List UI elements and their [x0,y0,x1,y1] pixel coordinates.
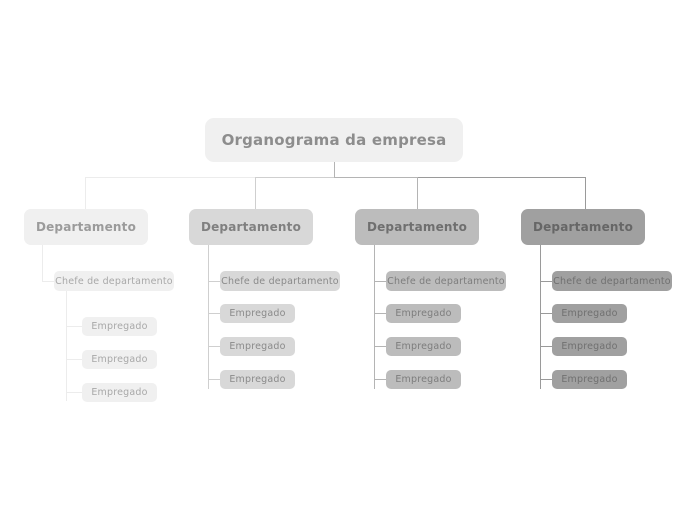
column-2-employee-stub-3 [208,379,220,380]
column-4-spine [540,245,541,389]
dept-drop-connector-1 [85,177,86,209]
bus-segment-2 [255,177,334,178]
employee-node-4-1[interactable]: Empregado [552,304,627,323]
dept-drop-connector-4 [585,177,586,209]
chief-label-4: Chefe de departamento [553,275,671,287]
employee-node-1-1[interactable]: Empregado [82,317,157,336]
column-3-employee-stub-3 [374,379,386,380]
column-2-employee-stub-2 [208,346,220,347]
column-1-chief-stub [42,281,54,282]
department-label-1: Departamento [35,220,137,234]
column-3-employee-stub-1 [374,313,386,314]
employee-label-1-2: Empregado [91,354,148,365]
department-node-1[interactable]: Departamento [24,209,148,245]
employee-node-3-2[interactable]: Empregado [386,337,461,356]
column-3-spine [374,245,375,389]
employee-node-3-3[interactable]: Empregado [386,370,461,389]
dept-drop-connector-3 [417,177,418,209]
column-4-employee-stub-2 [540,346,552,347]
bus-segment-3 [334,177,417,178]
column-2-employee-stub-1 [208,313,220,314]
employee-label-4-2: Empregado [561,341,618,352]
chief-node-4[interactable]: Chefe de departamento [552,271,672,291]
employee-label-3-3: Empregado [395,374,452,385]
department-node-4[interactable]: Departamento [521,209,645,245]
employee-label-2-1: Empregado [229,308,286,319]
bus-segment-1 [85,177,255,178]
department-label-2: Departamento [200,220,302,234]
column-1-spine [42,245,43,282]
column-2-spine [208,245,209,389]
column-2-chief-stub [208,281,220,282]
employee-label-3-1: Empregado [395,308,452,319]
department-node-2[interactable]: Departamento [189,209,313,245]
department-label-3: Departamento [366,220,468,234]
root-node-label: Organograma da empresa [221,131,447,149]
chief-node-1[interactable]: Chefe de departamento [54,271,174,291]
column-3-chief-stub [374,281,386,282]
column-1-employee-stub-3 [66,392,82,393]
employee-label-2-2: Empregado [229,341,286,352]
employee-node-2-1[interactable]: Empregado [220,304,295,323]
employee-label-1-1: Empregado [91,321,148,332]
department-node-3[interactable]: Departamento [355,209,479,245]
column-4-employee-stub-3 [540,379,552,380]
employee-node-1-3[interactable]: Empregado [82,383,157,402]
employee-label-4-1: Empregado [561,308,618,319]
chief-label-1: Chefe de departamento [55,275,173,287]
employee-node-3-1[interactable]: Empregado [386,304,461,323]
column-3-employee-stub-2 [374,346,386,347]
root-stem-connector [334,162,335,177]
column-1-employee-spine [66,291,67,401]
employee-node-2-3[interactable]: Empregado [220,370,295,389]
employee-label-4-3: Empregado [561,374,618,385]
employee-label-3-2: Empregado [395,341,452,352]
column-1-employee-stub-2 [66,359,82,360]
department-label-4: Departamento [532,220,634,234]
root-node-organograma[interactable]: Organograma da empresa [205,118,463,162]
column-4-chief-stub [540,281,552,282]
employee-node-4-2[interactable]: Empregado [552,337,627,356]
employee-node-1-2[interactable]: Empregado [82,350,157,369]
chief-label-3: Chefe de departamento [387,275,505,287]
chief-node-2[interactable]: Chefe de departamento [220,271,340,291]
employee-label-1-3: Empregado [91,387,148,398]
dept-drop-connector-2 [255,177,256,209]
employee-node-2-2[interactable]: Empregado [220,337,295,356]
chief-label-2: Chefe de departamento [221,275,339,287]
bus-segment-4 [417,177,585,178]
chief-node-3[interactable]: Chefe de departamento [386,271,506,291]
column-4-employee-stub-1 [540,313,552,314]
column-1-employee-stub-1 [66,326,82,327]
employee-node-4-3[interactable]: Empregado [552,370,627,389]
employee-label-2-3: Empregado [229,374,286,385]
